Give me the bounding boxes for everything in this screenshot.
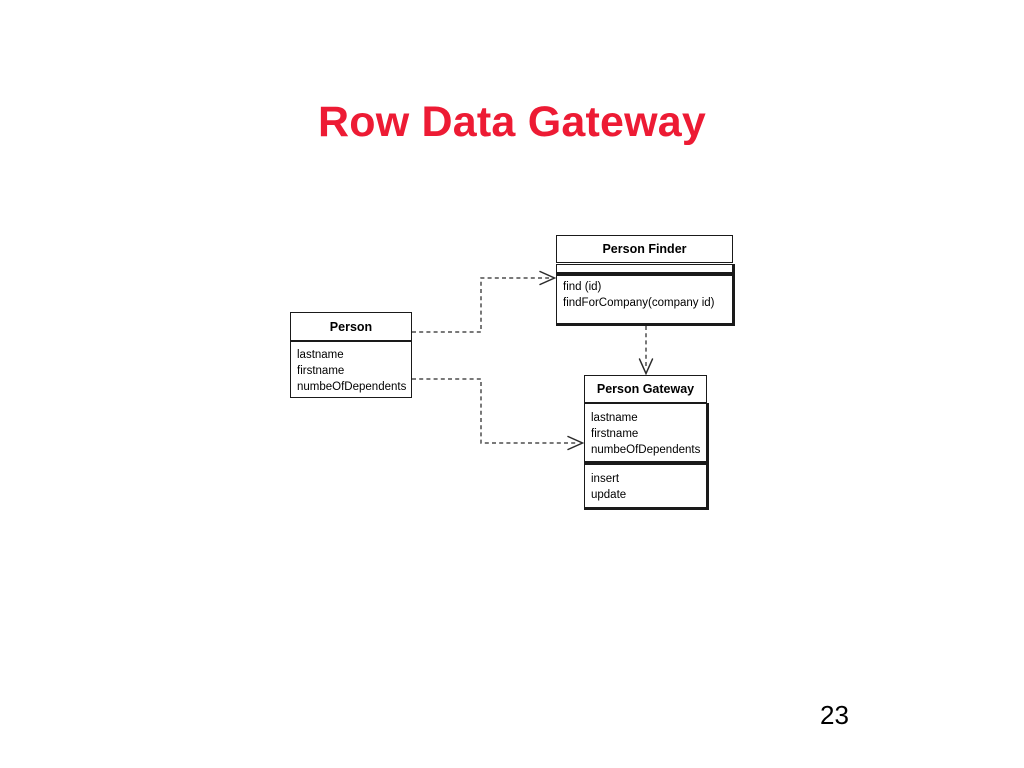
connector-person-to-finder	[412, 270, 557, 333]
person-header-compartment: Person	[290, 312, 412, 341]
person-finder-operations-compartment: find (id) findForCompany(company id)	[556, 275, 735, 326]
page-number: 23	[820, 700, 849, 730]
person-gateway-operation: insert	[591, 473, 620, 485]
person-attributes-compartment: lastname firstname numbeOfDependents	[290, 341, 412, 398]
person-finder-class-name: Person Finder	[602, 242, 687, 256]
person-attribute: numbeOfDependents	[297, 381, 407, 393]
connector-person-to-gateway	[412, 378, 585, 451]
person-finder-operation: find (id)	[563, 281, 602, 293]
person-attribute: firstname	[297, 365, 345, 377]
person-gateway-attribute: numbeOfDependents	[591, 444, 701, 456]
connector-finder-to-gateway	[638, 326, 654, 376]
person-finder-operation: findForCompany(company id)	[563, 297, 715, 309]
person-finder-header-compartment: Person Finder	[556, 235, 733, 263]
person-gateway-attribute: firstname	[591, 428, 639, 440]
person-gateway-operations-compartment: insert update	[584, 464, 709, 510]
person-gateway-attributes-compartment: lastname firstname numbeOfDependents	[584, 403, 709, 464]
person-finder-empty-compartment	[556, 264, 735, 275]
person-attribute: lastname	[297, 349, 344, 361]
person-gateway-attribute: lastname	[591, 412, 638, 424]
person-class-name: Person	[329, 320, 373, 334]
page-title: Row Data Gateway	[318, 98, 706, 146]
person-gateway-class-name: Person Gateway	[596, 382, 695, 396]
person-gateway-operation: update	[591, 489, 627, 501]
person-gateway-header-compartment: Person Gateway	[584, 375, 707, 403]
